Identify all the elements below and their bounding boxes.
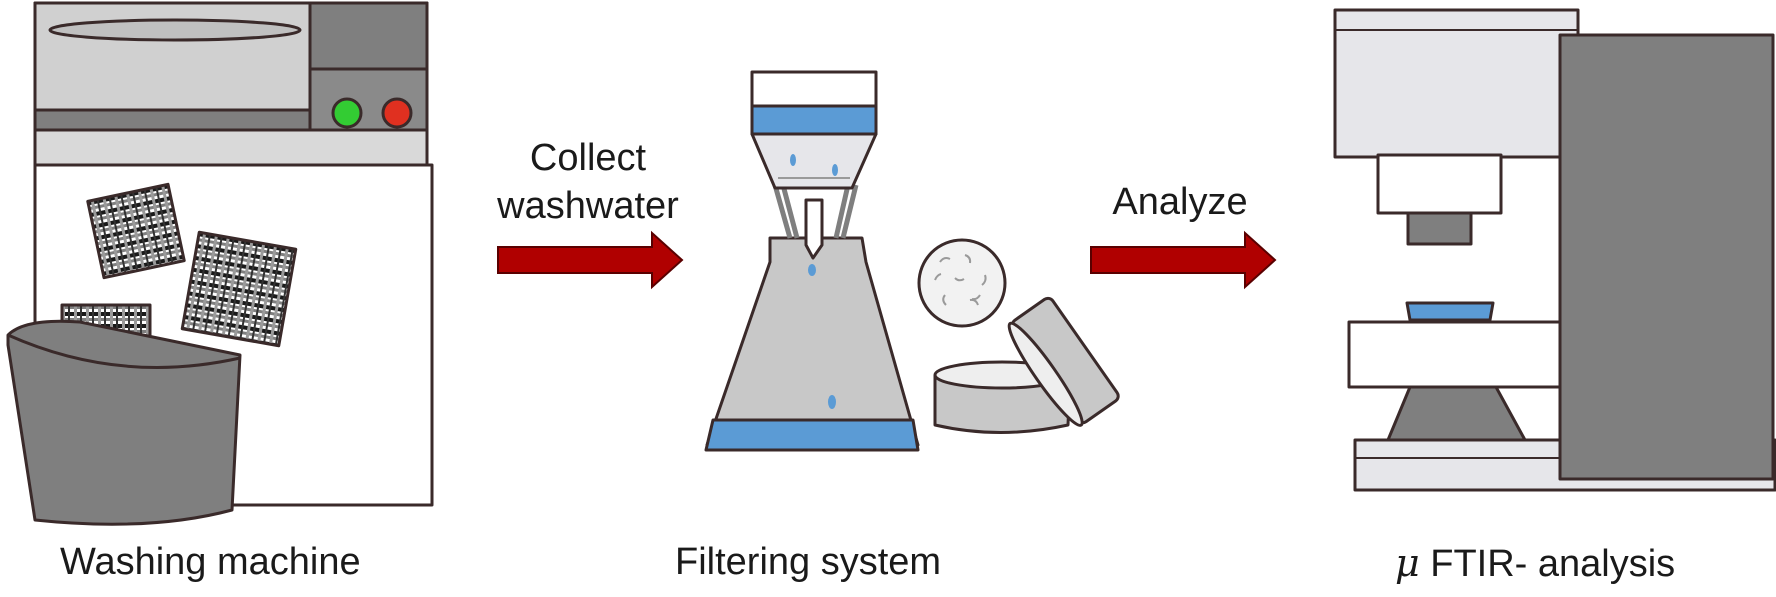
ftir-caption: μ FTIR- analysis	[1395, 541, 1675, 586]
machine-strip	[33, 108, 312, 132]
bucket-icon	[6, 319, 242, 526]
microscope-column	[1558, 33, 1775, 481]
analyze-label-line1: Analyze	[1112, 181, 1248, 223]
funnel-water	[750, 104, 878, 136]
collect-label-line2: washwater	[497, 185, 679, 227]
microscope-head	[1333, 8, 1580, 159]
analyze-arrow	[1090, 230, 1277, 290]
objective-lens-icon	[1406, 211, 1473, 246]
petri-lid-icon	[1007, 296, 1120, 427]
flask-water	[704, 418, 920, 452]
sample-dish-icon	[1405, 301, 1495, 322]
analyze-label: Analyze	[1080, 178, 1280, 226]
washing-machine-icon	[6, 1, 434, 526]
arrow-icon	[1090, 230, 1277, 290]
micro-symbol: μ	[1395, 541, 1420, 585]
fabric-swatch-icon	[86, 182, 186, 280]
machine-display	[308, 1, 429, 71]
filter-disc-icon	[917, 238, 1007, 328]
collect-arrow	[497, 230, 684, 290]
petri-dish-icon	[933, 374, 1072, 434]
collect-label-line1: Collect	[529, 137, 647, 179]
filtering-system-caption: Filtering system	[675, 541, 942, 583]
fabric-swatch-icon	[180, 230, 298, 348]
filtering-system-icon	[704, 70, 1120, 452]
microscope-nosepiece	[1376, 153, 1503, 215]
washing-machine-caption: Washing machine	[60, 541, 361, 583]
collect-label: Collect washwater	[468, 134, 708, 230]
red-button-icon	[381, 97, 413, 129]
machine-lid-handle	[48, 18, 302, 42]
funnel-top	[750, 70, 878, 112]
machine-ledge	[33, 128, 429, 167]
green-button-icon	[331, 97, 363, 129]
arrow-icon	[497, 230, 684, 290]
ftir-microscope-icon	[1333, 8, 1776, 492]
funnel-cone	[750, 132, 878, 190]
ftir-caption-text: FTIR- analysis	[1419, 543, 1676, 585]
microscope-stage	[1347, 320, 1571, 389]
stage-support	[1386, 385, 1527, 442]
